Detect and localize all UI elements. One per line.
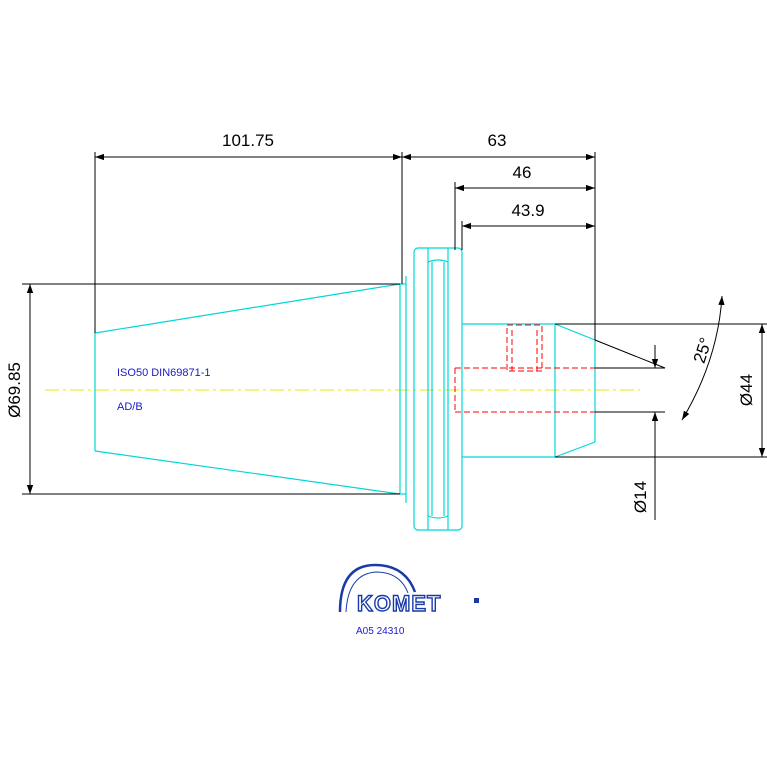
logo-wordmark: KOMET: [357, 591, 441, 616]
dim-text-43-9: 43.9: [511, 201, 544, 220]
logo-registered-mark: [474, 598, 479, 603]
dim-text-63: 63: [488, 131, 507, 150]
hidden-bore: [454, 324, 595, 413]
dim-text-14: Ø14: [631, 481, 650, 513]
dim-text-44: Ø44: [737, 374, 756, 406]
flange: [413, 247, 463, 531]
komet-logo: KOMET A05 24310: [338, 563, 479, 637]
standard-note: ISO50 DIN69871-1: [117, 367, 211, 379]
extension-lines: [22, 152, 767, 495]
part-number: A05 24310: [356, 626, 405, 637]
dim-text-101-75: 101.75: [222, 131, 274, 150]
logo-arc: [338, 563, 417, 613]
dim-arc-25: [681, 295, 725, 421]
dim-text-69-85: Ø69.85: [5, 362, 24, 418]
dim-text-25-degree: 25°: [690, 335, 716, 365]
taper-body: [94, 276, 407, 503]
dimension-lines: [26, 153, 766, 520]
form-note: AD/B: [117, 401, 143, 413]
adapter-shank: [462, 323, 596, 458]
dim-text-46: 46: [513, 163, 532, 182]
